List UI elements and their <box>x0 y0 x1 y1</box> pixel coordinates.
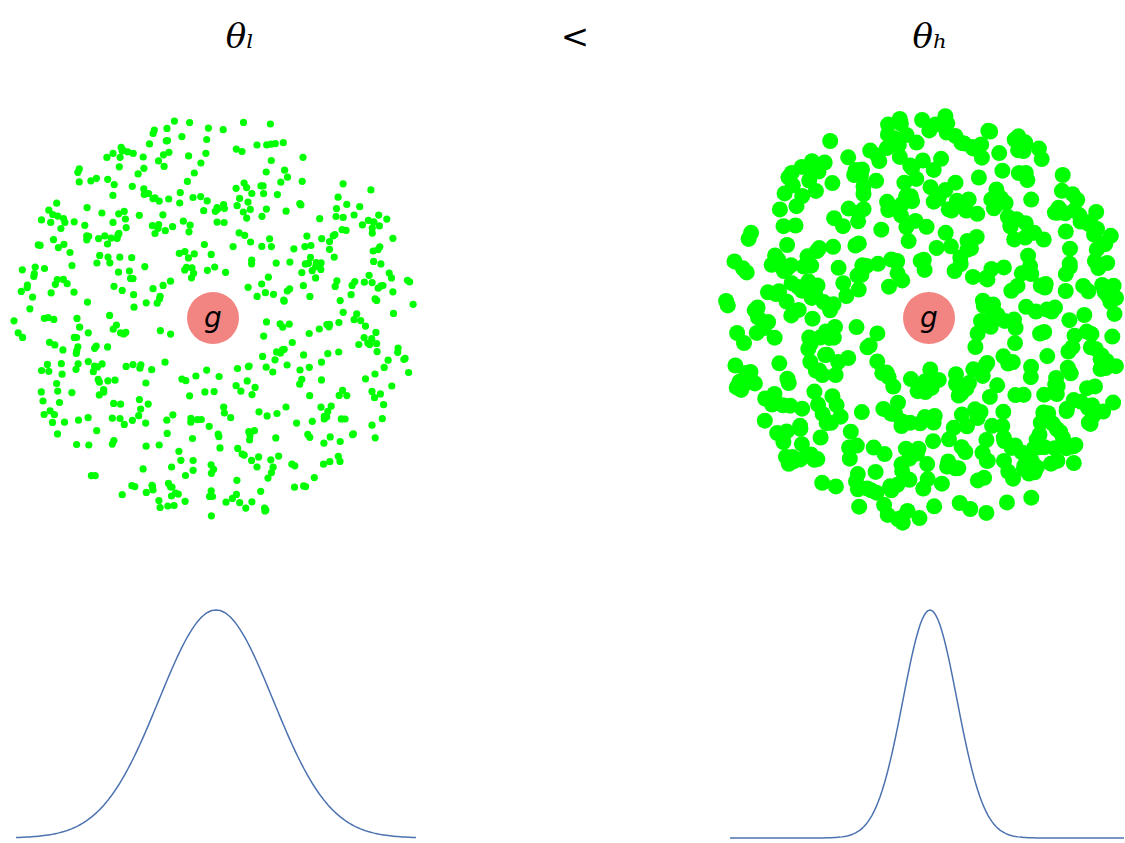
narrow-gaussian-curve <box>730 610 1124 838</box>
large-dot-cloud <box>718 108 1124 531</box>
wide-gaussian-curve <box>16 610 416 838</box>
goal-label: g <box>204 304 222 332</box>
goal-circle: g <box>187 292 239 344</box>
goal-circle: g <box>903 292 955 344</box>
small-dot-cloud <box>10 118 416 520</box>
goal-label: g <box>920 304 938 332</box>
parameter-label: θₗ <box>226 19 255 53</box>
parameter-label: θₕ <box>912 19 947 53</box>
comparison-sign: < <box>561 19 590 53</box>
